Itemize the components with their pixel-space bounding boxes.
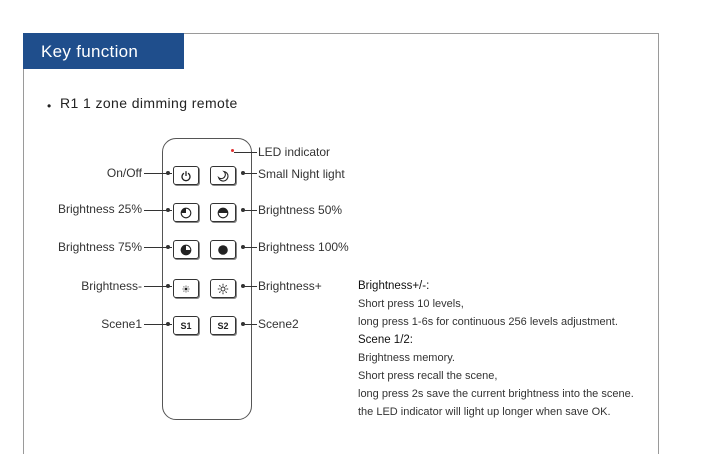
moon-icon (217, 170, 229, 182)
brightness-75-label: Brightness 75% (57, 240, 142, 254)
brightness-100-label: Brightness 100% (258, 240, 349, 254)
scene2-label: Scene2 (258, 317, 299, 331)
leader-line (144, 247, 172, 248)
leader-line (243, 173, 257, 174)
content-frame (23, 33, 659, 454)
leader-line (144, 324, 172, 325)
brightness-down-icon (182, 285, 190, 292)
night-light-label: Small Night light (258, 167, 345, 181)
leader-line (243, 324, 257, 325)
led-indicator-label: LED indicator (258, 145, 331, 159)
brightness-up-icon (217, 283, 229, 294)
half-brightness-icon (217, 207, 229, 218)
brightness-50-label: Brightness 50% (258, 203, 343, 217)
scene-description-heading: Scene 1/2: (358, 334, 413, 346)
scene1-key-text: S1 (180, 320, 192, 331)
brightness-up-label: Brightness+ (258, 279, 322, 293)
leader-line (243, 286, 257, 287)
scene2-key-text: S2 (217, 320, 229, 331)
scene1-button[interactable]: S1 (173, 316, 199, 335)
bullet: • (47, 99, 52, 113)
scene1-label: Scene1 (101, 317, 142, 331)
description-line: Short press 10 levels, (358, 298, 464, 310)
description-line: long press 2s save the current brightnes… (358, 388, 634, 400)
leader-line (144, 286, 172, 287)
led-indicator (231, 149, 234, 152)
title-tab (23, 33, 184, 69)
three-quarter-brightness-icon (180, 244, 192, 255)
description-line: the LED indicator will light up longer w… (358, 406, 611, 418)
brightness-down-label: Brightness- (81, 279, 142, 293)
leader-dot (166, 208, 170, 212)
full-brightness-icon (218, 244, 228, 255)
quarter-brightness-icon (180, 207, 192, 218)
leader-line (243, 210, 257, 211)
power-icon (181, 170, 191, 181)
description-line: Short press recall the scene, (358, 370, 498, 382)
on-off-label: On/Off (106, 166, 142, 180)
leader-dot (166, 171, 170, 175)
section-title: R1 1 zone dimming remote (60, 95, 238, 111)
on-off-button[interactable] (173, 166, 199, 185)
description-line: Brightness memory. (358, 352, 455, 364)
brightness-up-button[interactable] (210, 279, 236, 298)
leader-line (234, 152, 257, 153)
leader-dot (166, 322, 170, 326)
page-title: Key function (41, 42, 139, 61)
leader-line (144, 210, 172, 211)
night-light-button[interactable] (210, 166, 236, 185)
leader-line (144, 173, 172, 174)
brightness-25-button[interactable] (173, 203, 199, 222)
scene2-button[interactable]: S2 (210, 316, 236, 335)
brightness-75-button[interactable] (173, 240, 199, 259)
leader-dot (166, 245, 170, 249)
leader-dot (166, 284, 170, 288)
brightness-description-heading: Brightness+/-: (358, 280, 430, 292)
leader-line (243, 247, 257, 248)
brightness-100-button[interactable] (210, 240, 236, 259)
brightness-50-button[interactable] (210, 203, 236, 222)
description-line: long press 1-6s for continuous 256 level… (358, 316, 618, 328)
brightness-down-button[interactable] (173, 279, 199, 298)
brightness-25-label: Brightness 25% (57, 202, 142, 216)
function-description: Brightness+/-: Short press 10 levels, lo… (358, 277, 634, 421)
